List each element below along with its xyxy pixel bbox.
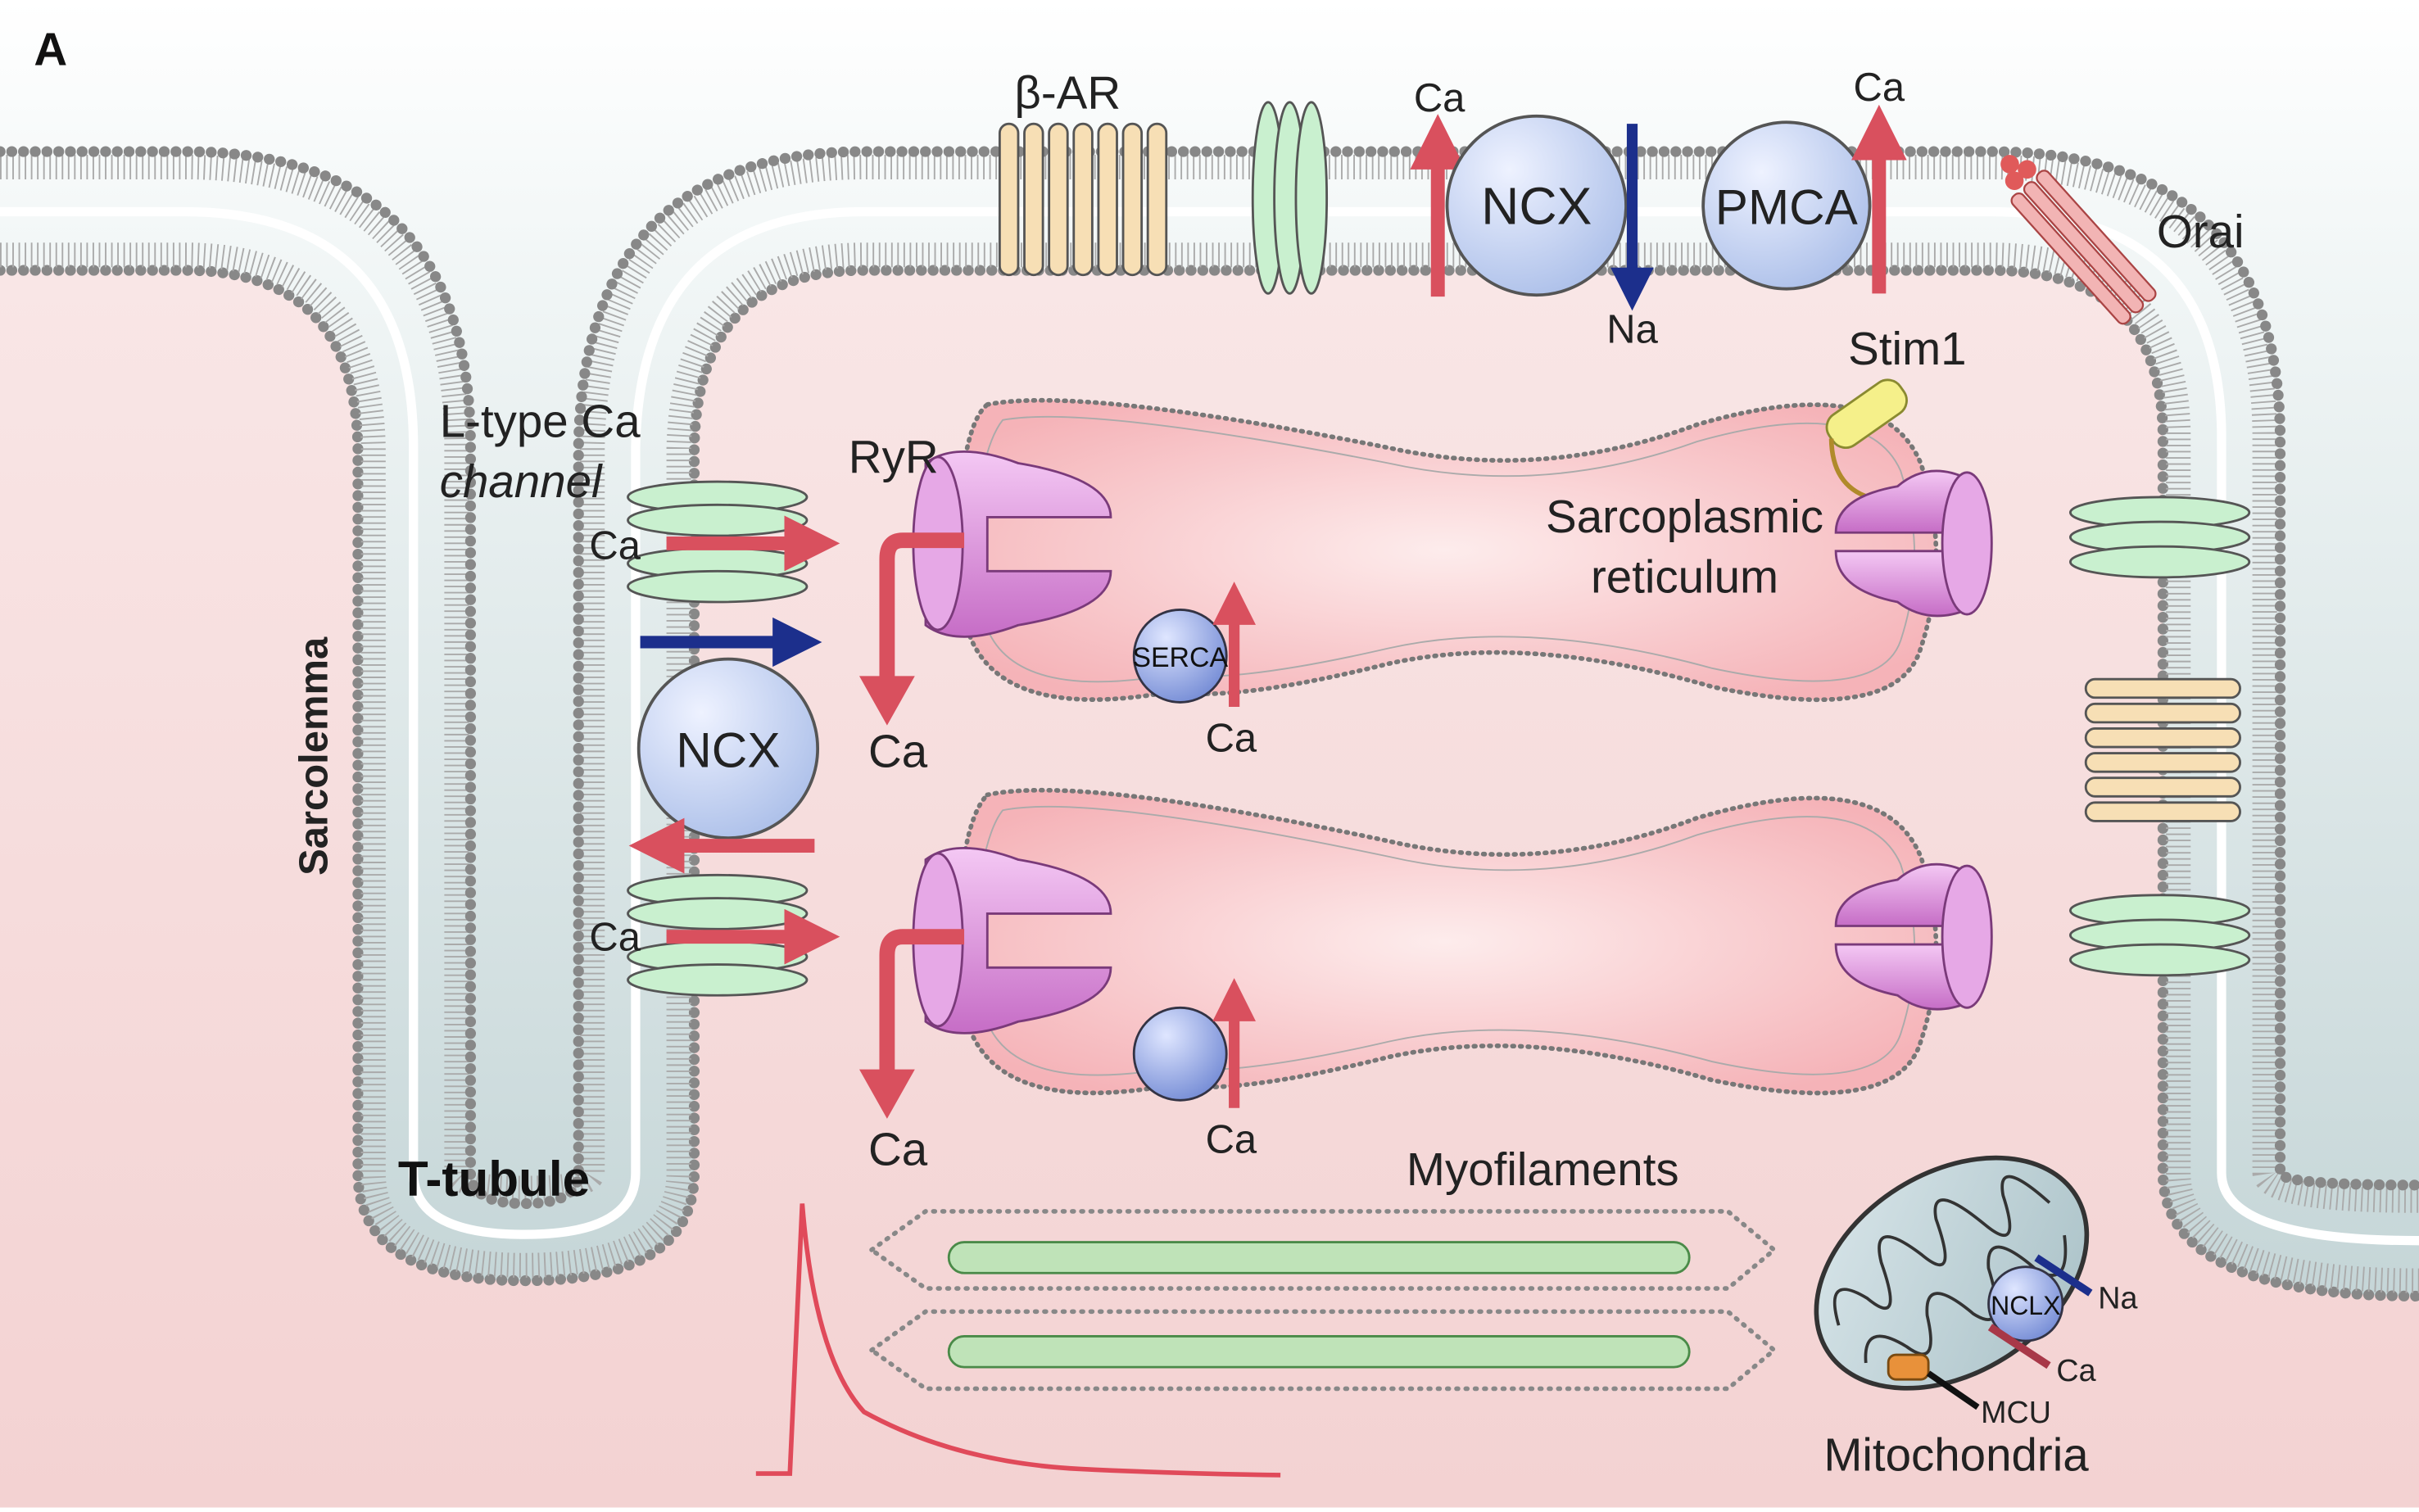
sarcolemma-label: Sarcolemma: [292, 636, 336, 876]
ca-release-arrow-upper: [879, 532, 965, 680]
l-type-ca-channel-lower: [627, 873, 809, 997]
ryr-label: RyR: [849, 431, 939, 482]
pmca-label: PMCA: [1715, 179, 1859, 235]
nclx-label: NCLX: [1991, 1291, 2060, 1320]
ca-pmca-label: Ca: [1854, 66, 1905, 110]
ca-release-upper-label: Ca: [868, 726, 928, 777]
ca-release-lower-label: Ca: [868, 1123, 928, 1175]
pmca-pump: [1701, 120, 1872, 291]
mcu-channel: [1887, 1353, 1930, 1381]
l-type-label-line1: L-type Ca: [440, 395, 641, 446]
t-tubule-label: T-tubule: [398, 1151, 590, 1206]
right-channel-upper: [2068, 496, 2251, 579]
myofilaments-label: Myofilaments: [1407, 1143, 1679, 1195]
ryr-upper-right: [1834, 469, 1993, 618]
ryr-lower-right: [1834, 862, 1993, 1011]
sarcolemma-membrane: [0, 146, 2419, 1302]
ca-mito-label: Ca: [2056, 1353, 2095, 1388]
serca-pump-upper: [1132, 608, 1228, 704]
sr-label-line1: Sarcoplasmic: [1546, 491, 1823, 542]
panel-label: A: [34, 24, 67, 75]
top-ion-channel: [1251, 101, 1329, 295]
stim1-label: Stim1: [1848, 323, 1966, 374]
ncx-top-label: NCX: [1481, 177, 1592, 236]
l-type-ca-channel-upper: [627, 480, 809, 604]
mcu-label: MCU: [1981, 1395, 2051, 1429]
stim1-sensor: [1825, 378, 1908, 500]
ca-serca-lower-label: Ca: [1206, 1117, 1257, 1161]
serca-pump-lower: [1132, 1006, 1228, 1102]
ca-ltype-upper-label: Ca: [589, 523, 641, 568]
na-ncx-top-label: Na: [1606, 308, 1658, 352]
right-channel-lower: [2068, 894, 2251, 977]
mitochondria-label: Mitochondria: [1823, 1428, 2089, 1480]
orai-label: Orai: [2157, 206, 2245, 257]
ca-release-arrow-lower: [879, 929, 965, 1073]
na-line-mito: [2034, 1254, 2093, 1297]
ca-line-mito: [1987, 1324, 2051, 1369]
beta-ar-label: β-AR: [1014, 66, 1121, 118]
ca-serca-upper-label: Ca: [1206, 717, 1257, 761]
calcium-transient-trace-icon: [755, 1203, 1281, 1478]
beta-adrenergic-receptor: [998, 122, 1168, 277]
ncx-left-label: NCX: [676, 722, 780, 778]
orai-channel: [2000, 155, 2157, 325]
nclx-exchanger: [1987, 1265, 2064, 1342]
ca-ncx-top-label: Ca: [1414, 76, 1465, 120]
l-type-label-line2: channel: [440, 455, 603, 507]
na-mito-label: Na: [2098, 1281, 2137, 1315]
serca-label: SERCA: [1132, 642, 1228, 673]
right-beta-receptor: [2084, 677, 2241, 822]
sr-label-line2: reticulum: [1591, 551, 1778, 603]
ca-ltype-lower-label: Ca: [589, 916, 641, 960]
myofilament-bundle: [867, 1209, 1778, 1392]
ncx-sarcolemma-exchanger: [1445, 114, 1628, 297]
mcu-pointer: [1926, 1370, 1980, 1410]
ncx-t-tubule-exchanger: [636, 657, 820, 840]
